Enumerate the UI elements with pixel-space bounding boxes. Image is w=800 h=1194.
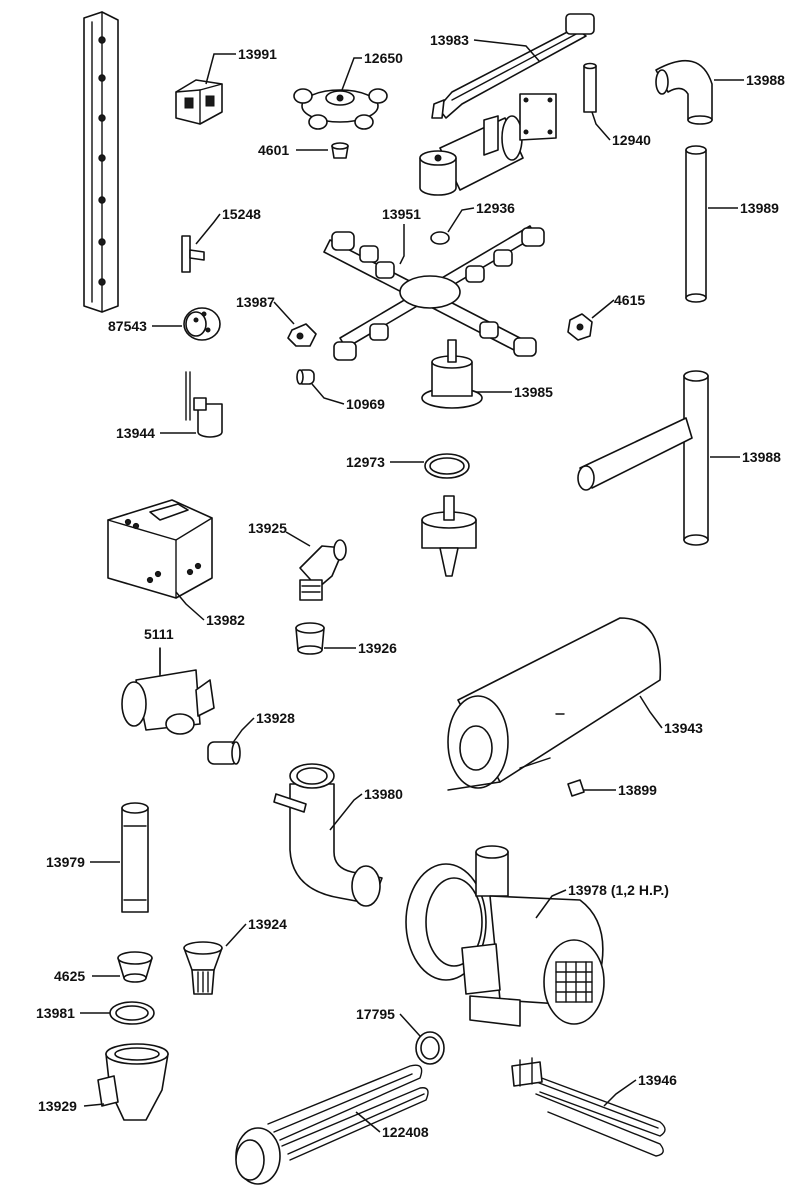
part-12650 [293, 88, 388, 130]
part-12973 [424, 453, 470, 479]
label-13924: 13924 [248, 916, 287, 932]
label-13978: 13978 (1,2 H.P.) [568, 882, 669, 898]
label-13983: 13983 [430, 32, 469, 48]
part-122408 [235, 1064, 429, 1185]
part-13985 [421, 339, 483, 409]
part-15248 [181, 235, 205, 273]
part-13982 [107, 499, 213, 599]
part-13899 [567, 779, 585, 797]
part-12940 [583, 62, 597, 113]
label-13985: 13985 [514, 384, 553, 400]
part-13980 [273, 763, 383, 907]
label-12650: 12650 [364, 50, 403, 66]
label-13946: 13946 [638, 1072, 677, 1088]
part-4615 [567, 313, 593, 341]
part-10969 [296, 369, 315, 385]
part-13991 [175, 79, 223, 125]
label-13943: 13943 [664, 720, 703, 736]
part-13989 [685, 145, 707, 303]
label-4601: 4601 [258, 142, 289, 158]
label-13928: 13928 [256, 710, 295, 726]
label-12936: 12936 [476, 200, 515, 216]
part-pump-tube [419, 93, 557, 196]
part-13988-elbow [655, 60, 713, 125]
part-4601 [331, 142, 349, 159]
label-13951: 13951 [382, 206, 421, 222]
label-13925: 13925 [248, 520, 287, 536]
part-13929 [97, 1043, 169, 1121]
label-13929: 13929 [38, 1098, 77, 1114]
leader-lines [80, 39, 744, 1133]
label-13981: 13981 [36, 1005, 75, 1021]
part-13928 [207, 741, 241, 765]
label-4615: 4615 [614, 292, 645, 308]
label-13991: 13991 [238, 46, 277, 62]
label-87543: 87543 [108, 318, 147, 334]
part-13983 [431, 13, 595, 119]
label-13926: 13926 [358, 640, 397, 656]
part-12936 [430, 231, 450, 245]
label-13899: 13899 [618, 782, 657, 798]
label-12973: 12973 [346, 454, 385, 470]
part-wash-bar [83, 11, 119, 313]
part-13924 [183, 941, 223, 995]
fan-grille-icon [555, 961, 593, 1003]
label-5111: 5111 [144, 626, 174, 642]
part-13944 [185, 371, 223, 438]
part-4625 [117, 951, 153, 983]
part-13943 [447, 617, 662, 791]
label-10969: 10969 [346, 396, 385, 412]
label-12940: 12940 [612, 132, 651, 148]
part-13978 [405, 845, 605, 1027]
label-17795: 17795 [356, 1006, 395, 1022]
label-13988-tee: 13988 [742, 449, 781, 465]
part-13926 [295, 622, 325, 655]
part-labels: 13991 12650 13983 13988 4601 12940 13989… [36, 32, 785, 1140]
label-13989: 13989 [740, 200, 779, 216]
part-13987 [287, 323, 317, 347]
label-13979: 13979 [46, 854, 85, 870]
label-13982: 13982 [206, 612, 245, 628]
part-5111 [121, 647, 215, 735]
part-87543 [183, 307, 221, 341]
part-13925 [299, 539, 347, 601]
label-13987: 13987 [236, 294, 275, 310]
label-122408: 122408 [382, 1124, 429, 1140]
label-4625: 4625 [54, 968, 85, 984]
label-13944: 13944 [116, 425, 155, 441]
part-valve-body [421, 495, 477, 577]
part-13988-tee [577, 370, 709, 546]
part-13946 [511, 1057, 666, 1157]
part-13951 [323, 225, 545, 361]
label-13980: 13980 [364, 786, 403, 802]
part-13979 [121, 802, 149, 913]
label-13988-top: 13988 [746, 72, 785, 88]
label-15248: 15248 [222, 206, 261, 222]
part-17795 [415, 1031, 445, 1065]
part-13981 [109, 1001, 155, 1025]
